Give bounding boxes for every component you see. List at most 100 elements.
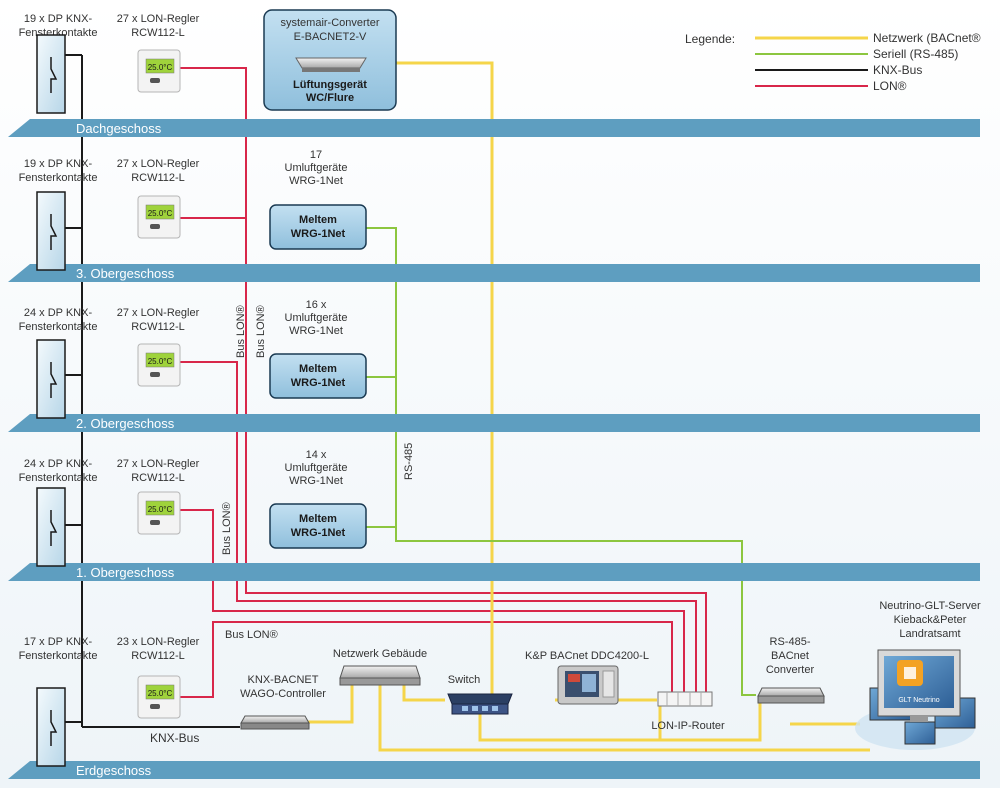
lon-line xyxy=(180,67,707,692)
rs485-conv-label-2: BACnet xyxy=(771,650,809,662)
thermostat-display: 25.0°C xyxy=(148,689,173,698)
bus-lon-label: Bus LON® xyxy=(225,629,278,641)
glt-server: Neutrino-GLT-Server Kieback&Peter Landra… xyxy=(855,600,981,750)
thermostat-display: 25.0°C xyxy=(148,357,173,366)
contacts-label: 24 x DP KNX- xyxy=(24,307,93,319)
floor-group: 17 x DP KNX- Fensterkontakte 23 x LON-Regl… xyxy=(19,636,200,767)
device-label-1: Lüftungsgerät xyxy=(293,79,367,91)
legend-title: Legende: xyxy=(685,32,735,46)
units-label: Umluftgeräte xyxy=(285,312,348,324)
thermostat-display: 25.0°C xyxy=(148,63,173,72)
lon-ip-router: LON-IP-Router xyxy=(651,691,725,732)
thermostat-icon: 25.0°C xyxy=(137,343,181,387)
thermostat-icon: 25.0°C xyxy=(137,675,181,719)
wago-label-2: WAGO-Controller xyxy=(240,688,326,700)
contacts-label: 17 x DP KNX- xyxy=(24,636,93,648)
window-contact-icon xyxy=(36,34,66,114)
wago-controller: KNX-BACNET WAGO-Controller xyxy=(240,674,326,730)
legend-item-knx: KNX-Bus xyxy=(873,63,922,77)
thermostat-icon: 25.0°C xyxy=(137,49,181,93)
regler-label: RCW112-L xyxy=(131,321,185,333)
regler-label: RCW112-L xyxy=(131,650,185,662)
meltem-label: Meltem xyxy=(299,363,337,375)
network-line xyxy=(480,700,762,742)
window-contact-icon xyxy=(36,687,66,767)
units-label: WRG-1Net xyxy=(289,175,343,187)
lon-line xyxy=(180,361,697,692)
regler-label: 27 x LON-Regler xyxy=(117,13,200,25)
units-label: Umluftgeräte xyxy=(285,462,348,474)
legend-item-network: Netzwerk (BACnet® xyxy=(873,31,981,45)
bus-lon-label: Bus LON® xyxy=(221,502,233,555)
units-label: Umluftgeräte xyxy=(285,162,348,174)
rs485-conv-label-3: Converter xyxy=(766,664,815,676)
network-line xyxy=(378,685,870,752)
lon-line xyxy=(180,509,685,692)
legend-item-lon: LON® xyxy=(873,79,907,93)
regler-label: 27 x LON-Regler xyxy=(117,458,200,470)
contacts-label: 24 x DP KNX- xyxy=(24,458,93,470)
units-label: 14 x xyxy=(306,449,327,461)
contacts-label: 19 x DP KNX- xyxy=(24,13,93,25)
netzwerk-gebaeude-device: Netzwerk Gebäude xyxy=(333,648,427,686)
monitor-text: GLT Neutrino xyxy=(898,697,939,704)
legend-item-serial: Seriell (RS-485) xyxy=(873,47,958,61)
wago-label-1: KNX-BACNET xyxy=(248,674,319,686)
regler-label: 27 x LON-Regler xyxy=(117,158,200,170)
network-switch: Switch xyxy=(447,674,513,715)
floor-group: 24 x DP KNX- Fensterkontakte 27 x LON-Regl… xyxy=(19,299,367,419)
contacts-label: Fensterkontakte xyxy=(19,172,98,184)
units-label: WRG-1Net xyxy=(289,325,343,337)
floor-band xyxy=(8,563,980,581)
thermostat-icon: 25.0°C xyxy=(137,195,181,239)
meltem-label: WRG-1Net xyxy=(291,228,346,240)
floor-band xyxy=(8,414,980,432)
switch-label: Switch xyxy=(448,674,480,686)
contacts-label: Fensterkontakte xyxy=(19,321,98,333)
server-label-2: Kieback&Peter xyxy=(894,614,967,626)
meltem-label: WRG-1Net xyxy=(291,527,346,539)
meltem-label: Meltem xyxy=(299,214,337,226)
bus-lon-label: Bus LON® xyxy=(235,305,247,358)
server-label-1: Neutrino-GLT-Server xyxy=(879,600,981,612)
thermostat-display: 25.0°C xyxy=(148,505,173,514)
ddc-controller: K&P BACnet DDC4200-L xyxy=(525,650,649,705)
rs485-bacnet-converter: RS-485- BACnet Converter xyxy=(757,636,825,704)
units-label: 16 x xyxy=(306,299,327,311)
converter-title-2: E-BACNET2-V xyxy=(294,31,367,43)
contacts-label: Fensterkontakte xyxy=(19,650,98,662)
lon-line xyxy=(180,621,673,698)
bus-lon-label: Bus LON® xyxy=(255,305,267,358)
meltem-label: WRG-1Net xyxy=(291,377,346,389)
floor-name: 1. Obergeschoss xyxy=(76,565,175,580)
floor-band xyxy=(8,264,980,282)
regler-label: RCW112-L xyxy=(131,472,185,484)
units-label: 17 xyxy=(310,149,322,161)
regler-label: RCW112-L xyxy=(131,172,185,184)
knx-bus-label: KNX-Bus xyxy=(150,731,199,745)
floor-name: 3. Obergeschoss xyxy=(76,266,175,281)
network-line xyxy=(402,685,445,702)
regler-label: 27 x LON-Regler xyxy=(117,307,200,319)
legend: Legende: Netzwerk (BACnet® Seriell (RS-4… xyxy=(685,31,981,93)
meltem-label: Meltem xyxy=(299,513,337,525)
lon-router-label: LON-IP-Router xyxy=(651,720,725,732)
rs485-label: RS-485 xyxy=(403,443,415,480)
floor-name: 2. Obergeschoss xyxy=(76,416,175,431)
serial-line xyxy=(365,227,756,696)
window-contact-icon xyxy=(36,487,66,567)
window-contact-icon xyxy=(36,191,66,271)
converter-title-1: systemair-Converter xyxy=(280,17,379,29)
device-label-2: WC/Flure xyxy=(306,92,354,104)
units-label: WRG-1Net xyxy=(289,475,343,487)
server-label-3: Landratsamt xyxy=(899,628,960,640)
regler-label: 23 x LON-Regler xyxy=(117,636,200,648)
